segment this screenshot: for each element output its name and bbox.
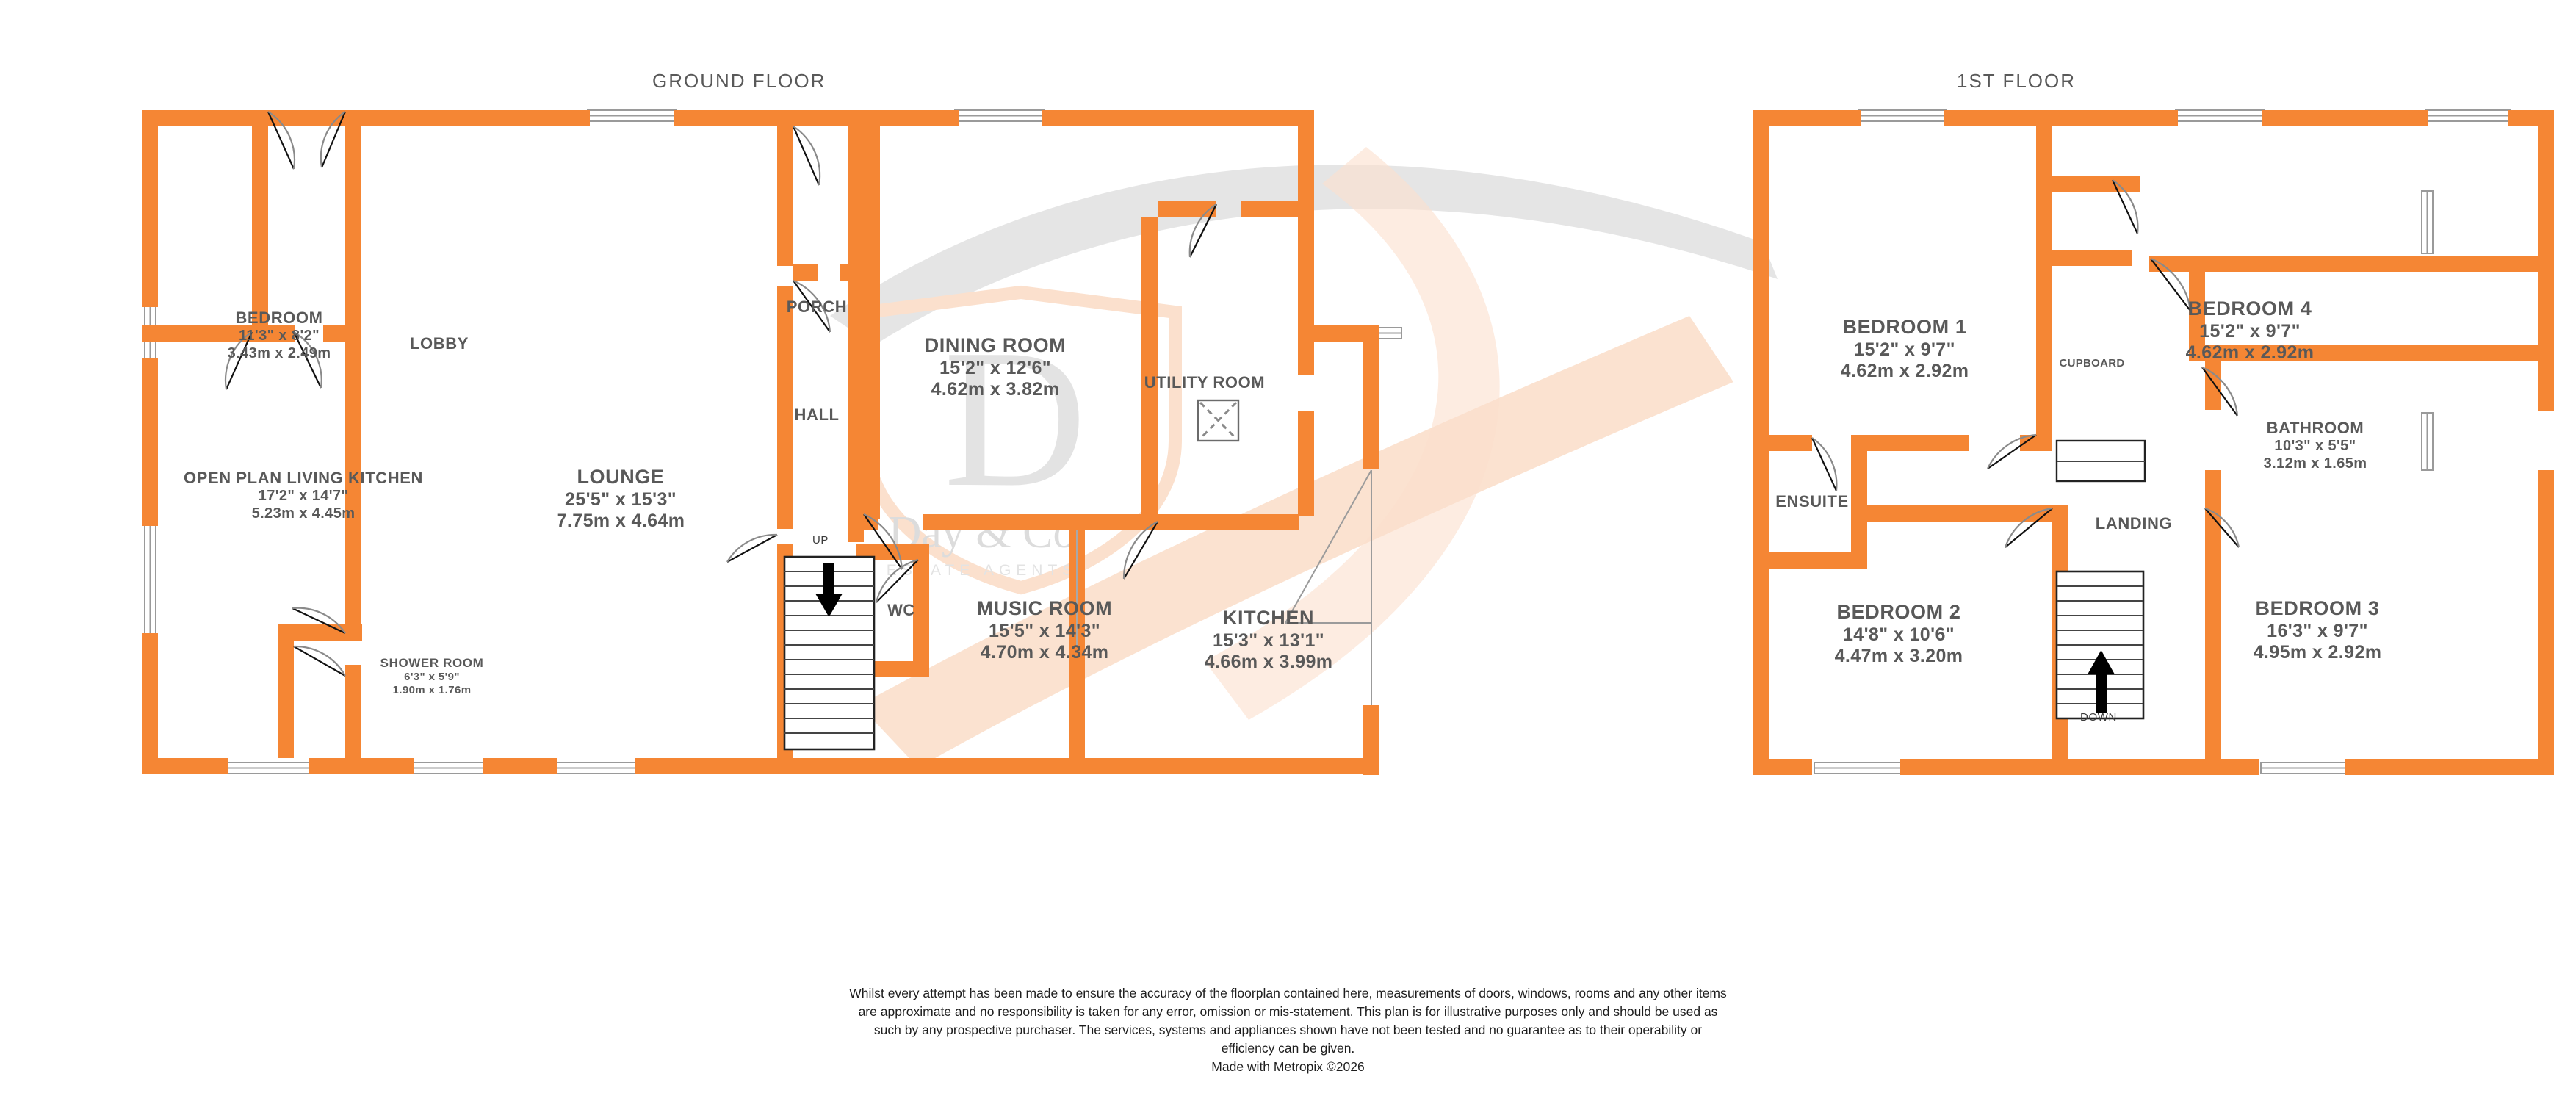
room-name: PORCH bbox=[786, 298, 848, 316]
first-floor-plan bbox=[1753, 109, 2554, 775]
room-dim-metric: 4.66m x 3.99m bbox=[1204, 652, 1333, 673]
room-label-open-plan-living-kitchen: OPEN PLAN LIVING KITCHEN 17'2" x 14'7" 5… bbox=[184, 469, 423, 522]
room-label-shower-room: SHOWER ROOM 6'3" x 5'9" 1.90m x 1.76m bbox=[380, 656, 484, 696]
cupboard-shelves bbox=[2055, 439, 2146, 483]
ground-floor-walls bbox=[142, 110, 1379, 775]
room-dim-metric: 4.62m x 2.92m bbox=[2185, 342, 2315, 364]
room-label-bathroom: BATHROOM 10'3" x 5'5" 3.12m x 1.65m bbox=[2264, 419, 2367, 472]
room-dim-imperial: 15'2" x 9'7" bbox=[1854, 339, 1955, 360]
ground-floor-title: GROUND FLOOR bbox=[652, 70, 826, 92]
room-name: ENSUITE bbox=[1775, 492, 1849, 511]
room-dim-imperial: 17'2" x 14'7" bbox=[258, 487, 349, 504]
room-dim-metric: 4.47m x 3.20m bbox=[1834, 646, 1963, 667]
first-floor-walls bbox=[1753, 110, 2554, 775]
room-label-landing: LANDING bbox=[2096, 514, 2172, 533]
room-label-lobby: LOBBY bbox=[410, 334, 469, 353]
room-name: KITCHEN bbox=[1222, 607, 1315, 629]
first-floor-title: 1ST FLOOR bbox=[1957, 70, 2077, 92]
room-name: BEDROOM bbox=[235, 309, 323, 327]
room-dim-imperial: 25'5" x 15'3" bbox=[564, 488, 677, 510]
room-dim-metric: 1.90m x 1.76m bbox=[392, 683, 472, 696]
room-dim-imperial: 15'5" x 14'3" bbox=[988, 620, 1100, 641]
room-dim-imperial: 10'3" x 5'5" bbox=[2274, 437, 2356, 454]
room-label-utility-room: UTILITY ROOM bbox=[1144, 373, 1265, 392]
room-dim-metric: 4.70m x 4.34m bbox=[980, 642, 1109, 663]
ground-floor-staircase bbox=[783, 555, 876, 751]
room-dim-metric: 3.43m x 2.49m bbox=[227, 345, 331, 361]
room-name: MUSIC ROOM bbox=[976, 597, 1113, 619]
room-label-ensuite: ENSUITE bbox=[1775, 492, 1849, 511]
room-label-bedroom-2: BEDROOM 2 14'8" x 10'6" 4.47m x 3.20m bbox=[1835, 601, 1963, 668]
room-name: UTILITY ROOM bbox=[1144, 373, 1266, 392]
stair-label-down: DOWN bbox=[2080, 711, 2117, 724]
ground-floor-plan bbox=[142, 109, 1402, 775]
first-floor-windows bbox=[1814, 109, 2511, 774]
room-label-porch: PORCH bbox=[787, 298, 847, 317]
first-floor-staircase bbox=[2055, 570, 2145, 720]
room-label-bedroom-3: BEDROOM 3 16'3" x 9'7" 4.95m x 2.92m bbox=[2254, 597, 2382, 664]
room-label-lounge: LOUNGE 25'5" x 15'3" 7.75m x 4.64m bbox=[557, 466, 685, 533]
room-dim-metric: 5.23m x 4.45m bbox=[251, 505, 356, 522]
room-name: BATHROOM bbox=[2266, 419, 2364, 437]
room-label-hall: HALL bbox=[794, 405, 839, 425]
room-name: BEDROOM 1 bbox=[1842, 316, 1967, 338]
ground-floor-windows bbox=[144, 109, 1402, 774]
room-label-bedroom: BEDROOM 11'3" x 8'2" 3.43m x 2.49m bbox=[228, 309, 331, 362]
room-dim-imperial: 6'3" x 5'9" bbox=[404, 671, 460, 684]
room-name: DINING ROOM bbox=[924, 334, 1067, 356]
svg-text:ESTATE AGENTS: ESTATE AGENTS bbox=[887, 562, 1078, 579]
room-label-cupboard: CUPBOARD bbox=[2059, 357, 2124, 370]
room-name: SHOWER ROOM bbox=[380, 656, 484, 670]
room-dim-imperial: 15'3" x 13'1" bbox=[1212, 630, 1324, 651]
room-name: BEDROOM 2 bbox=[1836, 601, 1961, 623]
room-dim-metric: 3.12m x 1.65m bbox=[2263, 455, 2367, 472]
made-with-credit: Made with Metropix ©2026 bbox=[1211, 1059, 1365, 1075]
stair-arrow-up bbox=[2088, 650, 2115, 713]
room-dim-metric: 4.62m x 2.92m bbox=[1840, 361, 1969, 382]
room-label-music-room: MUSIC ROOM 15'5" x 14'3" 4.70m x 4.34m bbox=[977, 597, 1113, 664]
stair-arrow-down bbox=[815, 563, 843, 617]
room-dim-imperial: 14'8" x 10'6" bbox=[1842, 624, 1955, 645]
appliance-icon bbox=[1197, 399, 1240, 442]
room-dim-imperial: 15'2" x 12'6" bbox=[939, 357, 1052, 378]
watermark-swoosh bbox=[830, 147, 1778, 768]
room-name: BEDROOM 4 bbox=[2187, 298, 2312, 320]
room-dim-imperial: 15'2" x 9'7" bbox=[2199, 320, 2301, 342]
room-dim-metric: 4.95m x 2.92m bbox=[2253, 642, 2382, 663]
room-label-bedroom-4: BEDROOM 4 15'2" x 9'7" 4.62m x 2.92m bbox=[2186, 298, 2315, 364]
room-label-dining-room: DINING ROOM 15'2" x 12'6" 4.62m x 3.82m bbox=[925, 334, 1067, 401]
room-dim-metric: 4.62m x 3.82m bbox=[931, 379, 1060, 400]
room-dim-imperial: 11'3" x 8'2" bbox=[238, 327, 320, 344]
room-name: WC bbox=[887, 601, 915, 619]
disclaimer: Whilst every attempt has been made to en… bbox=[848, 984, 1729, 1076]
room-name: LANDING bbox=[2095, 514, 2173, 533]
room-label-kitchen: KITCHEN 15'3" x 13'1" 4.66m x 3.99m bbox=[1205, 607, 1333, 674]
ground-floor-doors bbox=[224, 111, 1217, 677]
room-name: HALL bbox=[794, 405, 840, 424]
stair-label-up: UP bbox=[812, 534, 829, 547]
room-name: LOUNGE bbox=[577, 466, 665, 488]
room-name: BEDROOM 3 bbox=[2255, 597, 2380, 619]
svg-text:Day & Co: Day & Co bbox=[889, 508, 1076, 558]
room-label-bedroom-1: BEDROOM 1 15'2" x 9'7" 4.62m x 2.92m bbox=[1841, 316, 1969, 383]
room-label-wc: WC bbox=[887, 601, 915, 620]
room-dim-metric: 7.75m x 4.64m bbox=[556, 511, 685, 532]
room-dim-imperial: 16'3" x 9'7" bbox=[2267, 620, 2368, 641]
room-name: OPEN PLAN LIVING KITCHEN bbox=[183, 469, 424, 487]
room-name: CUPBOARD bbox=[2059, 357, 2125, 369]
room-name: LOBBY bbox=[410, 334, 469, 353]
disclaimer-text: Whilst every attempt has been made to en… bbox=[849, 986, 1727, 1056]
